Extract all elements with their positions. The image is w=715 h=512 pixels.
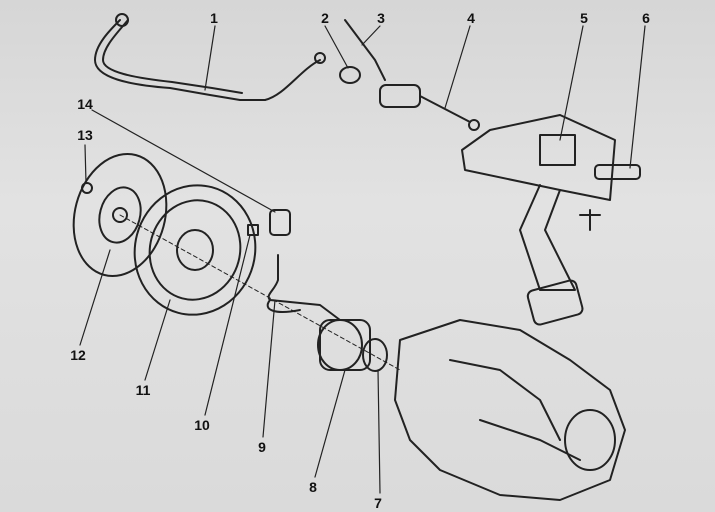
callout-7: 7 [374, 495, 382, 511]
bolt-and-cap [247, 209, 291, 236]
hydraulic-pipe [94, 13, 326, 101]
leader-lines [79, 25, 646, 494]
callout-14: 14 [77, 96, 93, 112]
pressure-plate [133, 184, 257, 316]
callout-2: 2 [321, 10, 329, 26]
release-bearing [317, 319, 388, 372]
callout-4: 4 [467, 10, 475, 26]
axis-lines [119, 214, 401, 371]
callout-9: 9 [258, 439, 266, 455]
pedal-assembly [461, 114, 641, 326]
callout-1: 1 [210, 10, 218, 26]
clutch-disc [72, 152, 168, 278]
gearbox [394, 319, 626, 501]
callout-8: 8 [309, 479, 317, 495]
bleed-hose [266, 254, 341, 321]
callout-3: 3 [377, 10, 385, 26]
callout-13: 13 [77, 127, 93, 143]
callout-11: 11 [135, 382, 151, 398]
master-cylinder [339, 19, 480, 131]
callout-12: 12 [70, 347, 86, 363]
callout-5: 5 [580, 10, 588, 26]
callout-6: 6 [642, 10, 650, 26]
callout-10: 10 [194, 417, 210, 433]
